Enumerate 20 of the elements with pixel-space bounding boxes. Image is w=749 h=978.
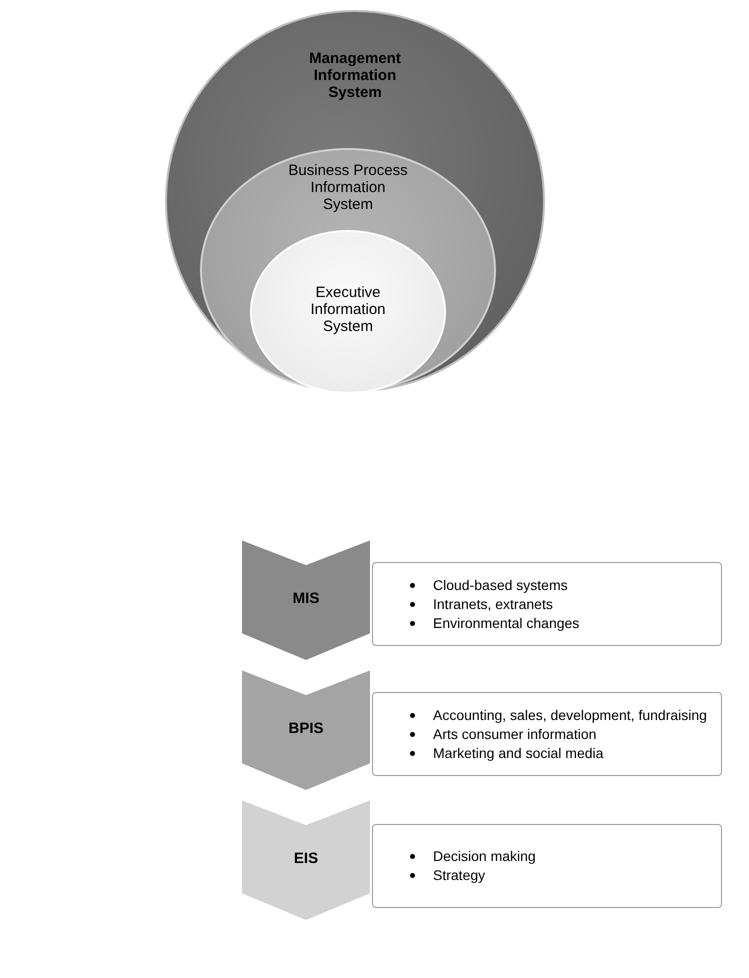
bullet-item: Cloud-based systems — [433, 576, 568, 594]
chevron-label: EIS — [292, 850, 320, 867]
circle-label: Management Information System — [308, 50, 402, 101]
bullet-list-box — [372, 562, 722, 646]
circle-label: Executive Information System — [309, 284, 387, 335]
circle-label: Business Process Information System — [288, 162, 408, 213]
chevron-label: BPIS — [287, 720, 324, 737]
bullet-item: Strategy — [433, 866, 486, 885]
bullet-item: Intranets, extranets — [433, 594, 553, 614]
chevron-label: MIS — [292, 590, 320, 607]
chevron-shape — [240, 668, 372, 792]
bullet-item: Decision making — [433, 847, 536, 866]
bullet-list-box — [372, 692, 722, 776]
chevron-shape — [240, 798, 372, 922]
bullet-item: Marketing and social media — [433, 744, 604, 762]
bullet-item: Arts consumer information — [433, 724, 596, 744]
bullet-item: Accounting, sales, development, fundraising — [433, 706, 707, 724]
chevron-shape — [240, 538, 372, 662]
bullet-list-box — [372, 824, 722, 908]
bullet-item: Environmental changes — [433, 614, 580, 632]
